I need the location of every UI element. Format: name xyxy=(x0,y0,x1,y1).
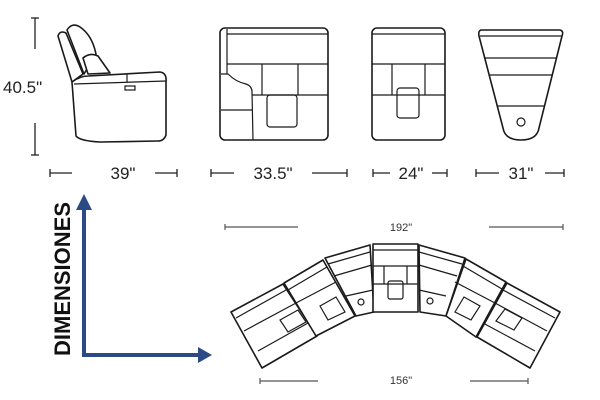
sectional-dimensions: 192" 156" xyxy=(224,222,564,387)
arrow-up-icon xyxy=(76,194,92,210)
dimensions-title: DIMENSIONES xyxy=(50,202,75,356)
arrow-right-icon xyxy=(198,347,212,363)
inner-width-label: 156" xyxy=(390,375,412,387)
power-button-icon xyxy=(124,85,136,91)
outer-width-label: 192" xyxy=(390,222,412,234)
corner-piece-top-view xyxy=(219,27,329,141)
corner-width-label: 33.5" xyxy=(253,164,292,183)
axis-arrows: DIMENSIONES xyxy=(50,194,212,363)
width-labels: 39" 33.5" 24" 31" xyxy=(49,164,565,183)
depth-label: 39" xyxy=(111,164,136,183)
wedge-width-label: 31" xyxy=(509,164,534,183)
sectional-top-view xyxy=(230,243,561,369)
armless-piece-top-view xyxy=(371,27,446,141)
recliner-side-view xyxy=(57,24,167,143)
height-label: 40.5" xyxy=(3,78,42,97)
armless-width-label: 24" xyxy=(399,164,424,183)
cup-holder-icon xyxy=(516,117,526,127)
wedge-piece-top-view xyxy=(477,29,564,141)
height-indicator: 40.5" xyxy=(3,17,42,156)
